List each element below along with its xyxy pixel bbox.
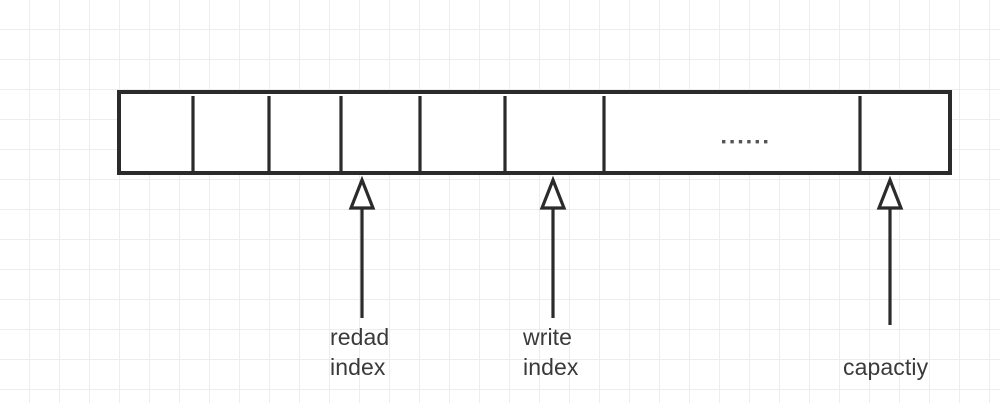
read-index-label-line2: index (330, 354, 386, 380)
capacity-pointer (876, 175, 904, 325)
read-index-arrow-head (348, 175, 376, 210)
read-index-pointer (348, 175, 376, 318)
write-index-label-line1: write (523, 324, 573, 350)
capacity-label: capactiy (843, 354, 929, 380)
write-index-label-line2: index (523, 354, 579, 380)
ellipsis-icon (722, 140, 768, 144)
read-index-label-line1: redad (330, 324, 390, 350)
buffer-rectangle (117, 90, 952, 175)
write-index-arrow-head (539, 175, 567, 210)
write-index-pointer (539, 175, 567, 318)
capacity-arrow-head (876, 175, 904, 210)
